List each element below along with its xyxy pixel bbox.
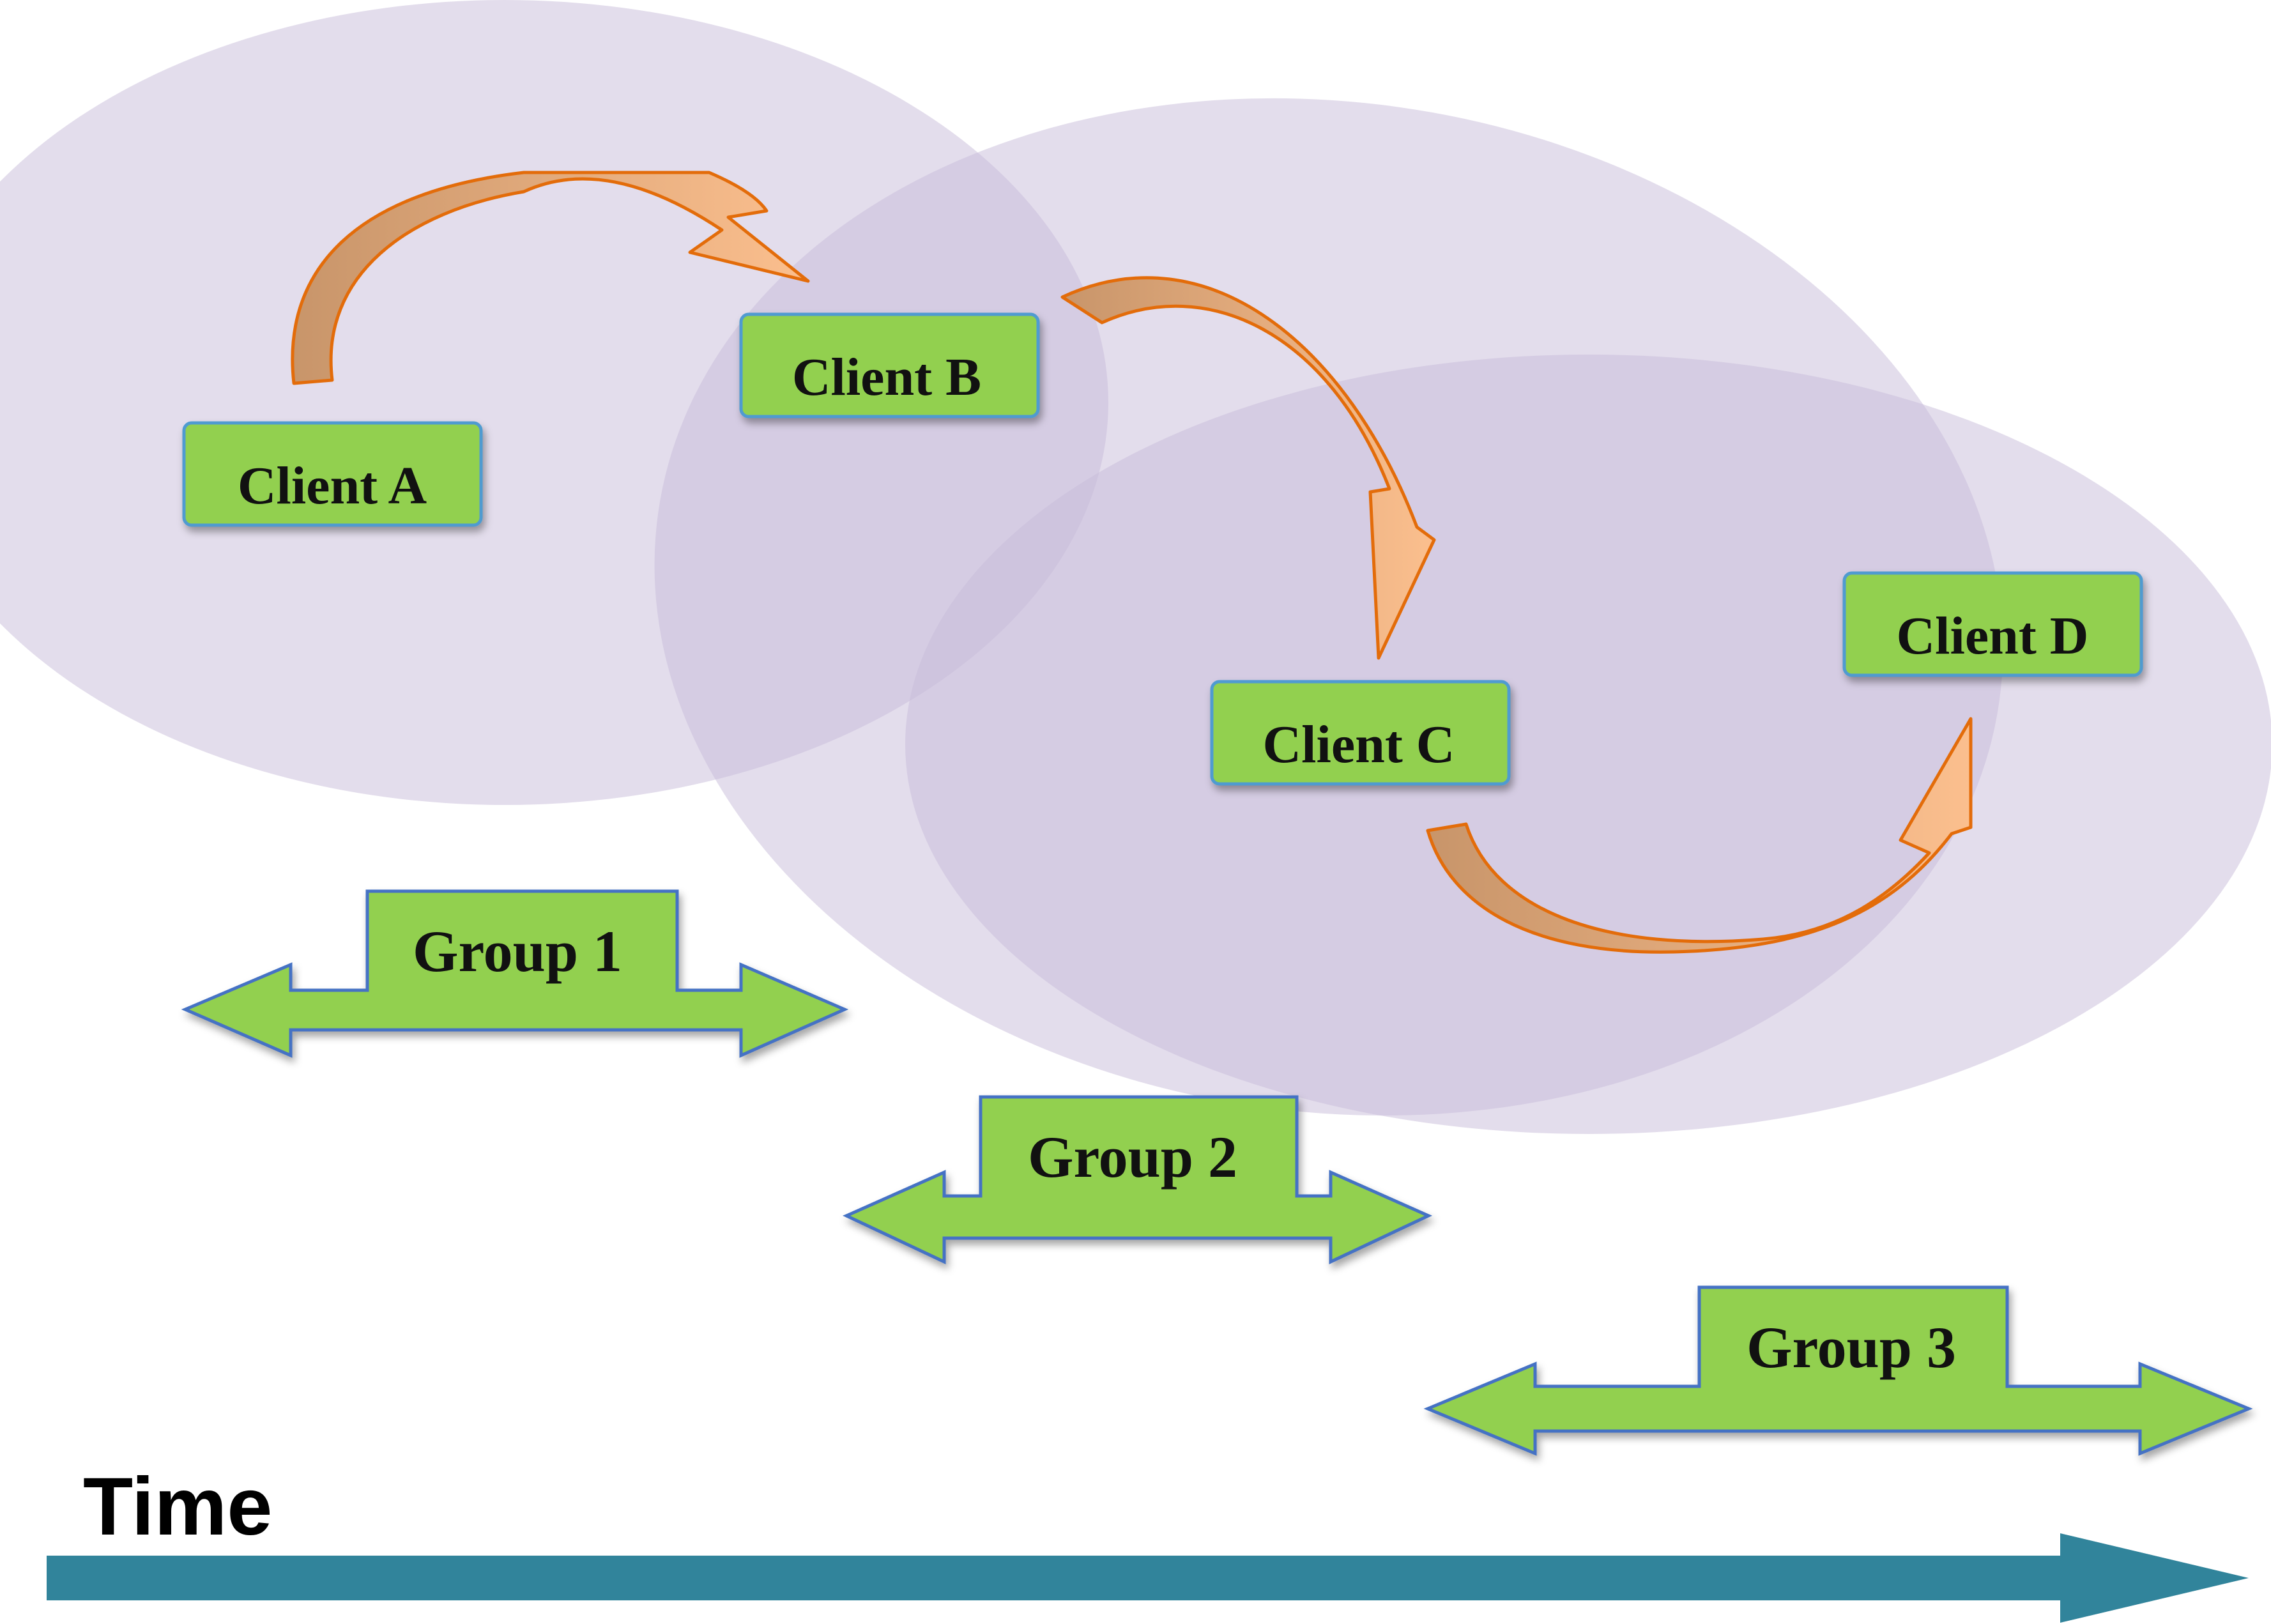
group-3-ellipse	[905, 355, 2271, 1134]
client-a-label: Client A	[238, 456, 427, 516]
group-3-arrow	[1423, 1285, 2253, 1456]
time-label: Time	[83, 1461, 272, 1552]
arrow-b-to-c	[1060, 276, 1436, 660]
client-a-box	[182, 421, 483, 527]
client-c-label: Client C	[1263, 715, 1455, 774]
group-3-label: Group 3	[1747, 1315, 1956, 1380]
client-c-box	[1210, 680, 1511, 786]
transfer-arrows	[291, 171, 1973, 954]
group-2-arrow	[842, 1095, 1433, 1264]
arrow-c-to-d	[1426, 717, 1973, 954]
client-d-label: Client D	[1897, 606, 2089, 666]
client-b-box	[739, 312, 1040, 418]
group-1-label: Group 1	[413, 919, 622, 984]
group-1-arrow	[181, 889, 849, 1058]
client-d-box	[1842, 571, 2143, 677]
client-b-label: Client B	[792, 348, 981, 407]
group-2-label: Group 2	[1028, 1124, 1237, 1190]
arrow-a-to-b	[291, 171, 810, 385]
time-arrow	[47, 1533, 2249, 1623]
